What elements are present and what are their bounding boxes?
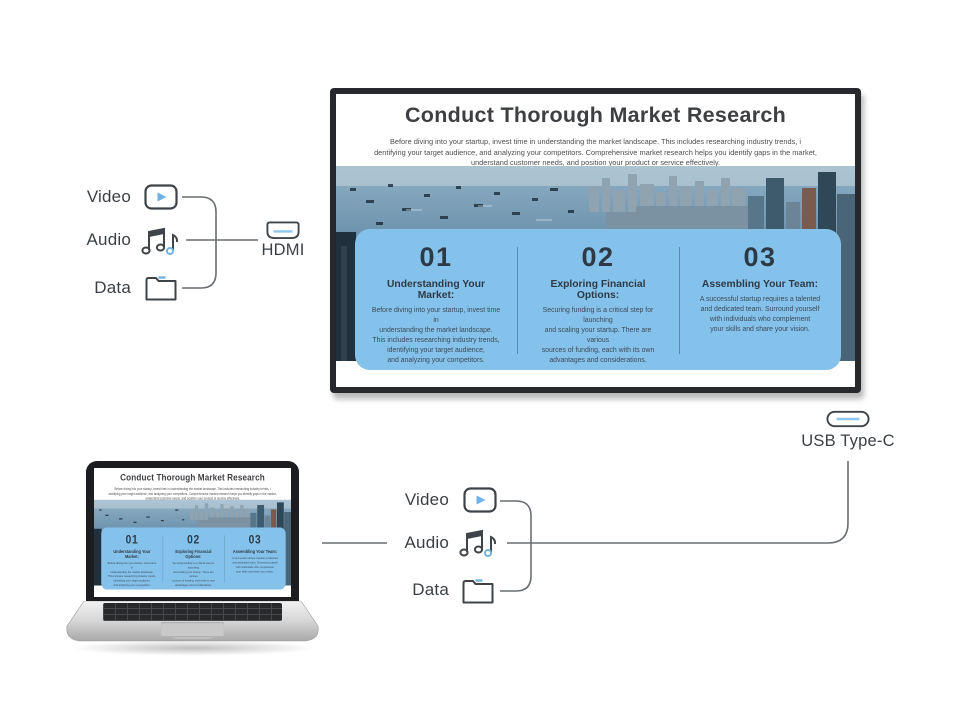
- laptop-shadow: [66, 640, 320, 656]
- monitor-screen: Conduct Thorough Market Research Before …: [336, 94, 855, 387]
- laptop-keyboard: [103, 603, 282, 621]
- hdmi-video-label: Video: [86, 187, 131, 206]
- card-heading: Exploring Financial Options:: [175, 549, 212, 560]
- card-body: Securing funding is a critical step for …: [541, 307, 655, 364]
- card-number: 02: [581, 242, 615, 272]
- presentation-slide-mini: Conduct Thorough Market Research Before …: [94, 468, 291, 597]
- card-number: 03: [743, 242, 777, 272]
- usbc-video-label: Video: [404, 490, 449, 509]
- info-panel: 01 Understanding Your Market: Before div…: [101, 527, 286, 590]
- intro-line: Before diving into your startup, invest …: [114, 486, 271, 491]
- card-heading: Assembling Your Team:: [232, 549, 277, 555]
- laptop-trackpad: [161, 622, 224, 636]
- folder-icon: [145, 276, 177, 301]
- card-heading: Exploring Financial Options:: [550, 279, 646, 301]
- slide-intro: Before diving into your startup, invest …: [362, 137, 829, 169]
- info-card-1: 01 Understanding Your Market: Before div…: [101, 527, 162, 589]
- usbc-data-label: Data: [412, 580, 449, 599]
- laptop-screen: Conduct Thorough Market Research Before …: [94, 468, 291, 597]
- card-body: Securing funding is a critical step for …: [172, 561, 215, 587]
- intro-line: dentifying your target audience, and ana…: [108, 491, 277, 496]
- info-card-3: 03 Assembling Your Team: A successful st…: [679, 229, 841, 370]
- info-card-3: 03 Assembling Your Team: A successful st…: [224, 527, 285, 589]
- slide-intro: Before diving into your startup, invest …: [104, 487, 281, 501]
- card-heading: Understanding Your Market:: [386, 279, 486, 301]
- usbc-audio-line: [507, 461, 849, 544]
- card-body: A successful startup requires a talented…: [232, 556, 278, 574]
- slide-title: Conduct Thorough Market Research: [404, 103, 787, 127]
- card-body: Before diving into your startup, invest …: [107, 561, 157, 587]
- hdmi-audio-label: Audio: [86, 230, 131, 249]
- external-monitor: Conduct Thorough Market Research Before …: [330, 88, 861, 393]
- card-number: 02: [187, 533, 200, 547]
- info-card-2: 02 Exploring Financial Options: Securing…: [162, 527, 224, 589]
- hdmi-label: HDMI: [261, 241, 305, 259]
- info-card-2: 02 Exploring Financial Options: Securing…: [517, 229, 679, 370]
- card-heading: Understanding Your Market:: [113, 549, 151, 560]
- hdmi-bracket-line: [182, 196, 217, 289]
- card-body: Before diving into your startup, invest …: [371, 307, 501, 364]
- usbc-bracket-line: [500, 500, 532, 592]
- card-number: 03: [248, 533, 262, 547]
- usb-c-port-icon: [826, 410, 870, 428]
- info-card-1: 01 Understanding Your Market: Before div…: [355, 229, 517, 370]
- info-panel: 01 Understanding Your Market: Before div…: [355, 229, 841, 370]
- hdmi-port-icon: [266, 221, 300, 239]
- intro-line: Before diving into your startup, invest …: [389, 137, 802, 146]
- card-number: 01: [125, 533, 139, 547]
- usb-type-c-label: USB Type-C: [801, 432, 895, 450]
- play-icon: [144, 184, 178, 210]
- presentation-slide: Conduct Thorough Market Research Before …: [336, 94, 855, 387]
- folder-icon: [462, 579, 494, 604]
- card-heading: Assembling Your Team:: [701, 279, 819, 290]
- hdmi-data-label: Data: [94, 278, 131, 297]
- play-icon: [463, 487, 497, 513]
- music-notes-icon: [141, 227, 179, 255]
- music-notes-icon: [459, 529, 497, 557]
- intro-line: understand customer needs, and position …: [145, 496, 240, 501]
- card-number: 01: [419, 242, 453, 272]
- slide-title: Conduct Thorough Market Research: [120, 471, 265, 483]
- intro-line: dentifying your target audience, and ana…: [374, 147, 817, 157]
- usbc-audio-label: Audio: [404, 533, 449, 552]
- card-body: A successful startup requires a talented…: [699, 296, 821, 333]
- intro-line: understand customer needs, and position …: [470, 158, 721, 168]
